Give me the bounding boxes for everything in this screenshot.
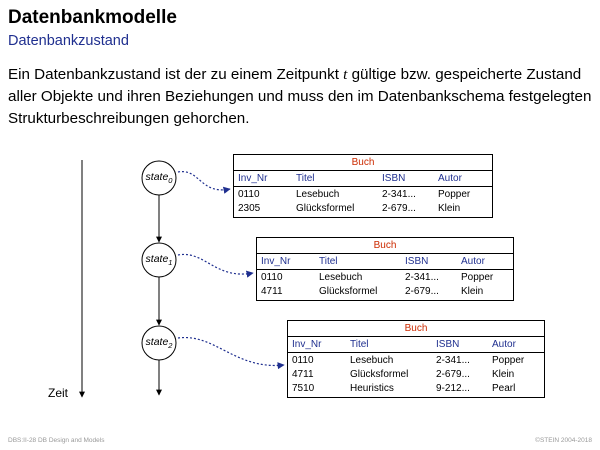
- table-cell: Klein: [492, 369, 515, 380]
- state-name-2: state: [145, 336, 169, 348]
- table-row: 4711 Glücksformel 2-679... Klein: [288, 368, 544, 382]
- state-label-2: state2: [139, 336, 179, 350]
- table-cell: Klein: [438, 203, 461, 214]
- table-cell: Popper: [461, 272, 494, 283]
- state-link-2: [177, 336, 285, 370]
- column-header: ISBN: [382, 173, 406, 184]
- table-row: 0110 Lesebuch 2-341... Popper: [234, 188, 492, 202]
- table-cell: 0110: [292, 355, 314, 366]
- column-header: Titel: [350, 339, 369, 350]
- state-label-0: state0: [139, 171, 179, 185]
- book-table-state-2: Buch Inv_Nr Titel ISBN Autor 0110 Lesebu…: [287, 320, 545, 398]
- table-cell: Lesebuch: [350, 355, 394, 366]
- table-cell: 0110: [238, 189, 260, 200]
- state-index-0: 0: [168, 176, 173, 186]
- book-table-state-0: Buch Inv_Nr Titel ISBN Autor 0110 Lesebu…: [233, 154, 493, 218]
- state-index-1: 1: [168, 258, 173, 268]
- table-caption: Buch: [257, 238, 513, 254]
- column-header: Inv_Nr: [292, 339, 322, 350]
- state-name-0: state: [145, 171, 169, 183]
- state-index-2: 2: [168, 341, 173, 351]
- table-cell: Heuristics: [350, 383, 394, 394]
- time-axis-label: Zeit: [48, 386, 69, 400]
- table-cell: Lesebuch: [319, 272, 363, 283]
- column-header: Autor: [438, 173, 462, 184]
- table-cell: Glücksformel: [319, 286, 378, 297]
- table-header-row: Inv_Nr Titel ISBN Autor: [288, 337, 544, 353]
- table-cell: 0110: [261, 272, 283, 283]
- table-row: 7510 Heuristics 9-212... Pearl: [288, 382, 544, 396]
- state-link-1: [177, 253, 254, 278]
- column-header: ISBN: [405, 256, 429, 267]
- footer-copyright: ©STEIN 2004-2018: [535, 437, 592, 444]
- column-header: Autor: [492, 339, 516, 350]
- state-link-0: [177, 171, 231, 194]
- column-header: Inv_Nr: [261, 256, 291, 267]
- table-cell: 2305: [238, 203, 261, 214]
- table-cell: Glücksformel: [296, 203, 355, 214]
- table-cell: 2-679...: [405, 286, 439, 297]
- paragraph-time-variable: t: [343, 66, 348, 83]
- table-cell: Popper: [438, 189, 471, 200]
- book-table-state-1: Buch Inv_Nr Titel ISBN Autor 0110 Lesebu…: [256, 237, 514, 301]
- table-cell: 9-212...: [436, 383, 470, 394]
- state-label-1: state1: [139, 253, 179, 267]
- paragraph-text-before: Ein Datenbankzustand ist der zu einem Ze…: [8, 66, 344, 83]
- table-caption: Buch: [288, 321, 544, 337]
- column-header: Autor: [461, 256, 485, 267]
- table-cell: 2-341...: [382, 189, 416, 200]
- table-caption: Buch: [234, 155, 492, 171]
- definition-paragraph: Ein Datenbankzustand ist der zu einem Ze…: [8, 64, 594, 130]
- column-header: ISBN: [436, 339, 460, 350]
- table-cell: 4711: [261, 286, 283, 297]
- table-cell: Pearl: [492, 383, 516, 394]
- footer-course-reference: DBS:II-28 DB Design and Models: [8, 437, 105, 444]
- table-cell: Glücksformel: [350, 369, 409, 380]
- table-cell: 2-679...: [382, 203, 416, 214]
- table-cell: 4711: [292, 369, 314, 380]
- table-cell: Popper: [492, 355, 525, 366]
- column-header: Titel: [296, 173, 315, 184]
- table-row: 4711 Glücksformel 2-679... Klein: [257, 285, 513, 299]
- table-cell: 2-679...: [436, 369, 470, 380]
- table-header-row: Inv_Nr Titel ISBN Autor: [257, 254, 513, 270]
- column-header: Titel: [319, 256, 338, 267]
- table-row: 2305 Glücksformel 2-679... Klein: [234, 202, 492, 216]
- paragraph-text-after: gültige bzw. gespeicherte Zustand aller …: [8, 66, 592, 127]
- table-row: 0110 Lesebuch 2-341... Popper: [257, 271, 513, 285]
- table-cell: Lesebuch: [296, 189, 340, 200]
- table-cell: Klein: [461, 286, 484, 297]
- table-cell: 2-341...: [436, 355, 470, 366]
- slide-title: Datenbankmodelle: [8, 7, 177, 28]
- state-name-1: state: [145, 253, 169, 265]
- table-header-row: Inv_Nr Titel ISBN Autor: [234, 171, 492, 187]
- table-cell: 2-341...: [405, 272, 439, 283]
- table-cell: 7510: [292, 383, 315, 394]
- slide-subtitle: Datenbankzustand: [8, 33, 129, 49]
- column-header: Inv_Nr: [238, 173, 268, 184]
- table-row: 0110 Lesebuch 2-341... Popper: [288, 354, 544, 368]
